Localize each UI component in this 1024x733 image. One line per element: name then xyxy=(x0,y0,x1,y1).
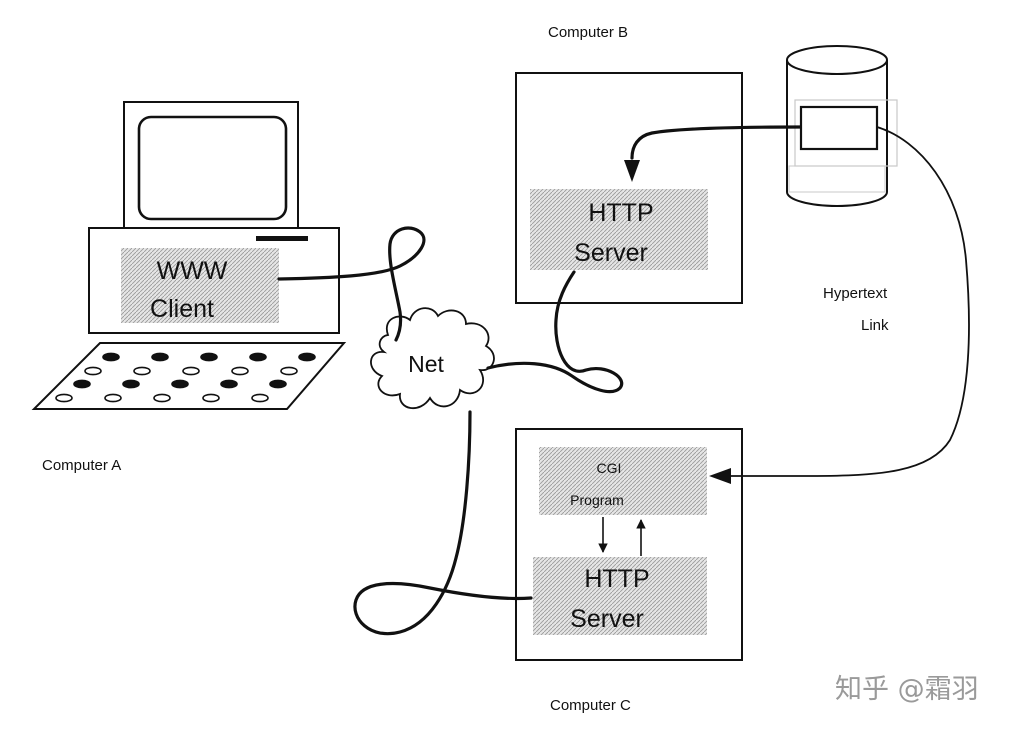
hypertext-label-line1: Hypertext xyxy=(823,285,888,302)
keyboard-key xyxy=(182,366,200,376)
computer-c-label: Computer C xyxy=(550,697,631,714)
www-client: WWW Client xyxy=(121,248,279,323)
wire-net-to-server-c xyxy=(353,410,533,636)
watermark: 知乎 @霜羽 xyxy=(835,674,979,705)
keyboard-icon xyxy=(31,342,347,410)
database-cylinder-icon xyxy=(786,45,898,207)
cloud-icon xyxy=(370,307,495,409)
hypertext-label-line2: Link xyxy=(861,317,889,334)
computer-c: CGI Program HTTP Server Computer C xyxy=(515,428,743,714)
keyboard-key xyxy=(84,366,102,376)
keyboard-key xyxy=(251,393,269,403)
keyboard-key xyxy=(202,393,220,403)
wire-client-to-net xyxy=(277,226,426,342)
keyboard-key xyxy=(171,379,189,389)
keyboard-key xyxy=(122,379,140,389)
keyboard-key xyxy=(151,352,169,362)
keyboard-key xyxy=(200,352,218,362)
http-server-c-line1: HTTP xyxy=(584,565,649,593)
network-cloud: Net xyxy=(370,307,495,409)
http-server-c-line2: Server xyxy=(570,605,644,633)
cgi-line1: CGI xyxy=(597,460,622,476)
keyboard-key xyxy=(269,379,287,389)
http-server-b-line1: HTTP xyxy=(588,199,653,227)
arrowhead-db-to-server-b xyxy=(624,160,640,182)
wire-net-to-server-b xyxy=(486,270,624,394)
computer-b-label: Computer B xyxy=(548,24,628,41)
hypertext-document xyxy=(799,105,879,151)
www-client-line1: WWW xyxy=(157,257,228,285)
keyboard-key xyxy=(298,352,316,362)
computer-b: Computer B HTTP Server xyxy=(515,24,743,304)
keyboard-key xyxy=(231,366,249,376)
keyboard-key xyxy=(102,352,120,362)
http-server-b-line2: Server xyxy=(574,239,648,267)
keyboard-key xyxy=(249,352,267,362)
keyboard-key xyxy=(280,366,298,376)
http-server-c: HTTP Server xyxy=(533,557,707,635)
arrow-db-to-server-b xyxy=(630,125,802,160)
net-label: Net xyxy=(408,351,444,377)
computer-a-label: Computer A xyxy=(42,457,121,474)
keyboard-key xyxy=(153,393,171,403)
www-client-line2: Client xyxy=(150,295,214,323)
keyboard-key xyxy=(55,393,73,403)
keyboard-key xyxy=(73,379,91,389)
cgi-line2: Program xyxy=(570,492,624,508)
hypertext-link-curve xyxy=(728,126,970,477)
monitor-icon xyxy=(123,101,299,229)
keyboard-key xyxy=(133,366,151,376)
computer-a: WWW Client Computer A xyxy=(31,101,347,474)
cgi-program: CGI Program xyxy=(539,447,707,515)
http-server-b: HTTP Server xyxy=(530,189,708,270)
keyboard-key xyxy=(104,393,122,403)
keyboard-key xyxy=(220,379,238,389)
arrowhead-hypertext-link xyxy=(709,468,731,484)
